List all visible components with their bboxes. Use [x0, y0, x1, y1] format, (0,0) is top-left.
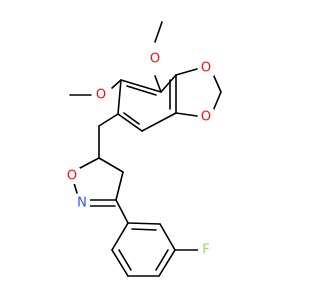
bond-ph-5: [111, 249, 129, 277]
bond-ring-c3a-c4: [141, 112, 177, 132]
bond-ring-c7-c7a: [160, 74, 177, 93]
bond-ph-double-2: [155, 249, 169, 271]
bond-methyl-top: [154, 21, 163, 43]
bond-ring-double-1: [126, 85, 157, 96]
bond-dioxole-ch2-o: [212, 91, 222, 112]
atom-label-o-dioxole-lower: O: [201, 110, 211, 125]
bond-ome-top-to-ring: [154, 75, 162, 93]
bond-isox-c5-o: [79, 157, 100, 169]
structure-canvas: O O O O O N F: [64, 21, 222, 277]
bond-isox-c4-c5: [98, 157, 124, 173]
atom-label-n-isoxazoline: N: [77, 196, 87, 211]
atom-o-dioxole-upper: O: [198, 60, 214, 76]
bond-ring-double-3: [123, 112, 140, 125]
bond-isox-c3-c4: [115, 171, 124, 201]
bond-ring-c6-c7: [120, 79, 162, 93]
bond-dioxole-o-ch2: [212, 73, 222, 93]
atom-o-methoxy-top: O: [147, 51, 163, 67]
atom-o-methoxy-left: O: [93, 87, 109, 103]
bond-ring-c5-c6: [117, 79, 122, 115]
atom-o-isoxazoline: O: [64, 168, 80, 184]
bond-isox-o-n: [73, 182, 78, 194]
bond-ph-double-3: [118, 249, 132, 271]
bonds: [69, 21, 222, 277]
bond-ring-c4-c5: [117, 113, 143, 132]
bond-ph-6: [111, 222, 129, 251]
atom-label-o-isoxazoline: O: [67, 169, 77, 184]
bond-ph-2: [159, 223, 176, 251]
bond-dioxole-c7a-o: [175, 68, 198, 76]
bond-c3-phenyl: [115, 199, 129, 224]
atom-label-o-methoxy-left: O: [96, 88, 106, 103]
atom-label-o-dioxole-upper: O: [201, 61, 211, 76]
bond-dioxole-o-c3a: [175, 112, 198, 117]
bond-ph-double-1: [131, 228, 157, 231]
bond-linker-1: [98, 113, 119, 127]
bond-ome-left-to-ring: [111, 79, 122, 89]
atom-labels: O O O O O N F: [64, 51, 214, 258]
atom-label-o-methoxy-top: O: [150, 52, 160, 67]
atom-o-dioxole-lower: O: [198, 109, 214, 125]
atom-f-fluoro: F: [198, 242, 214, 258]
molecule-drawing: O O O O O N F: [64, 21, 222, 277]
atom-label-f-fluoro: F: [202, 243, 209, 258]
atom-n-isoxazoline: N: [74, 195, 90, 211]
bond-ph-1: [127, 222, 161, 225]
bond-ph-3: [158, 249, 176, 277]
